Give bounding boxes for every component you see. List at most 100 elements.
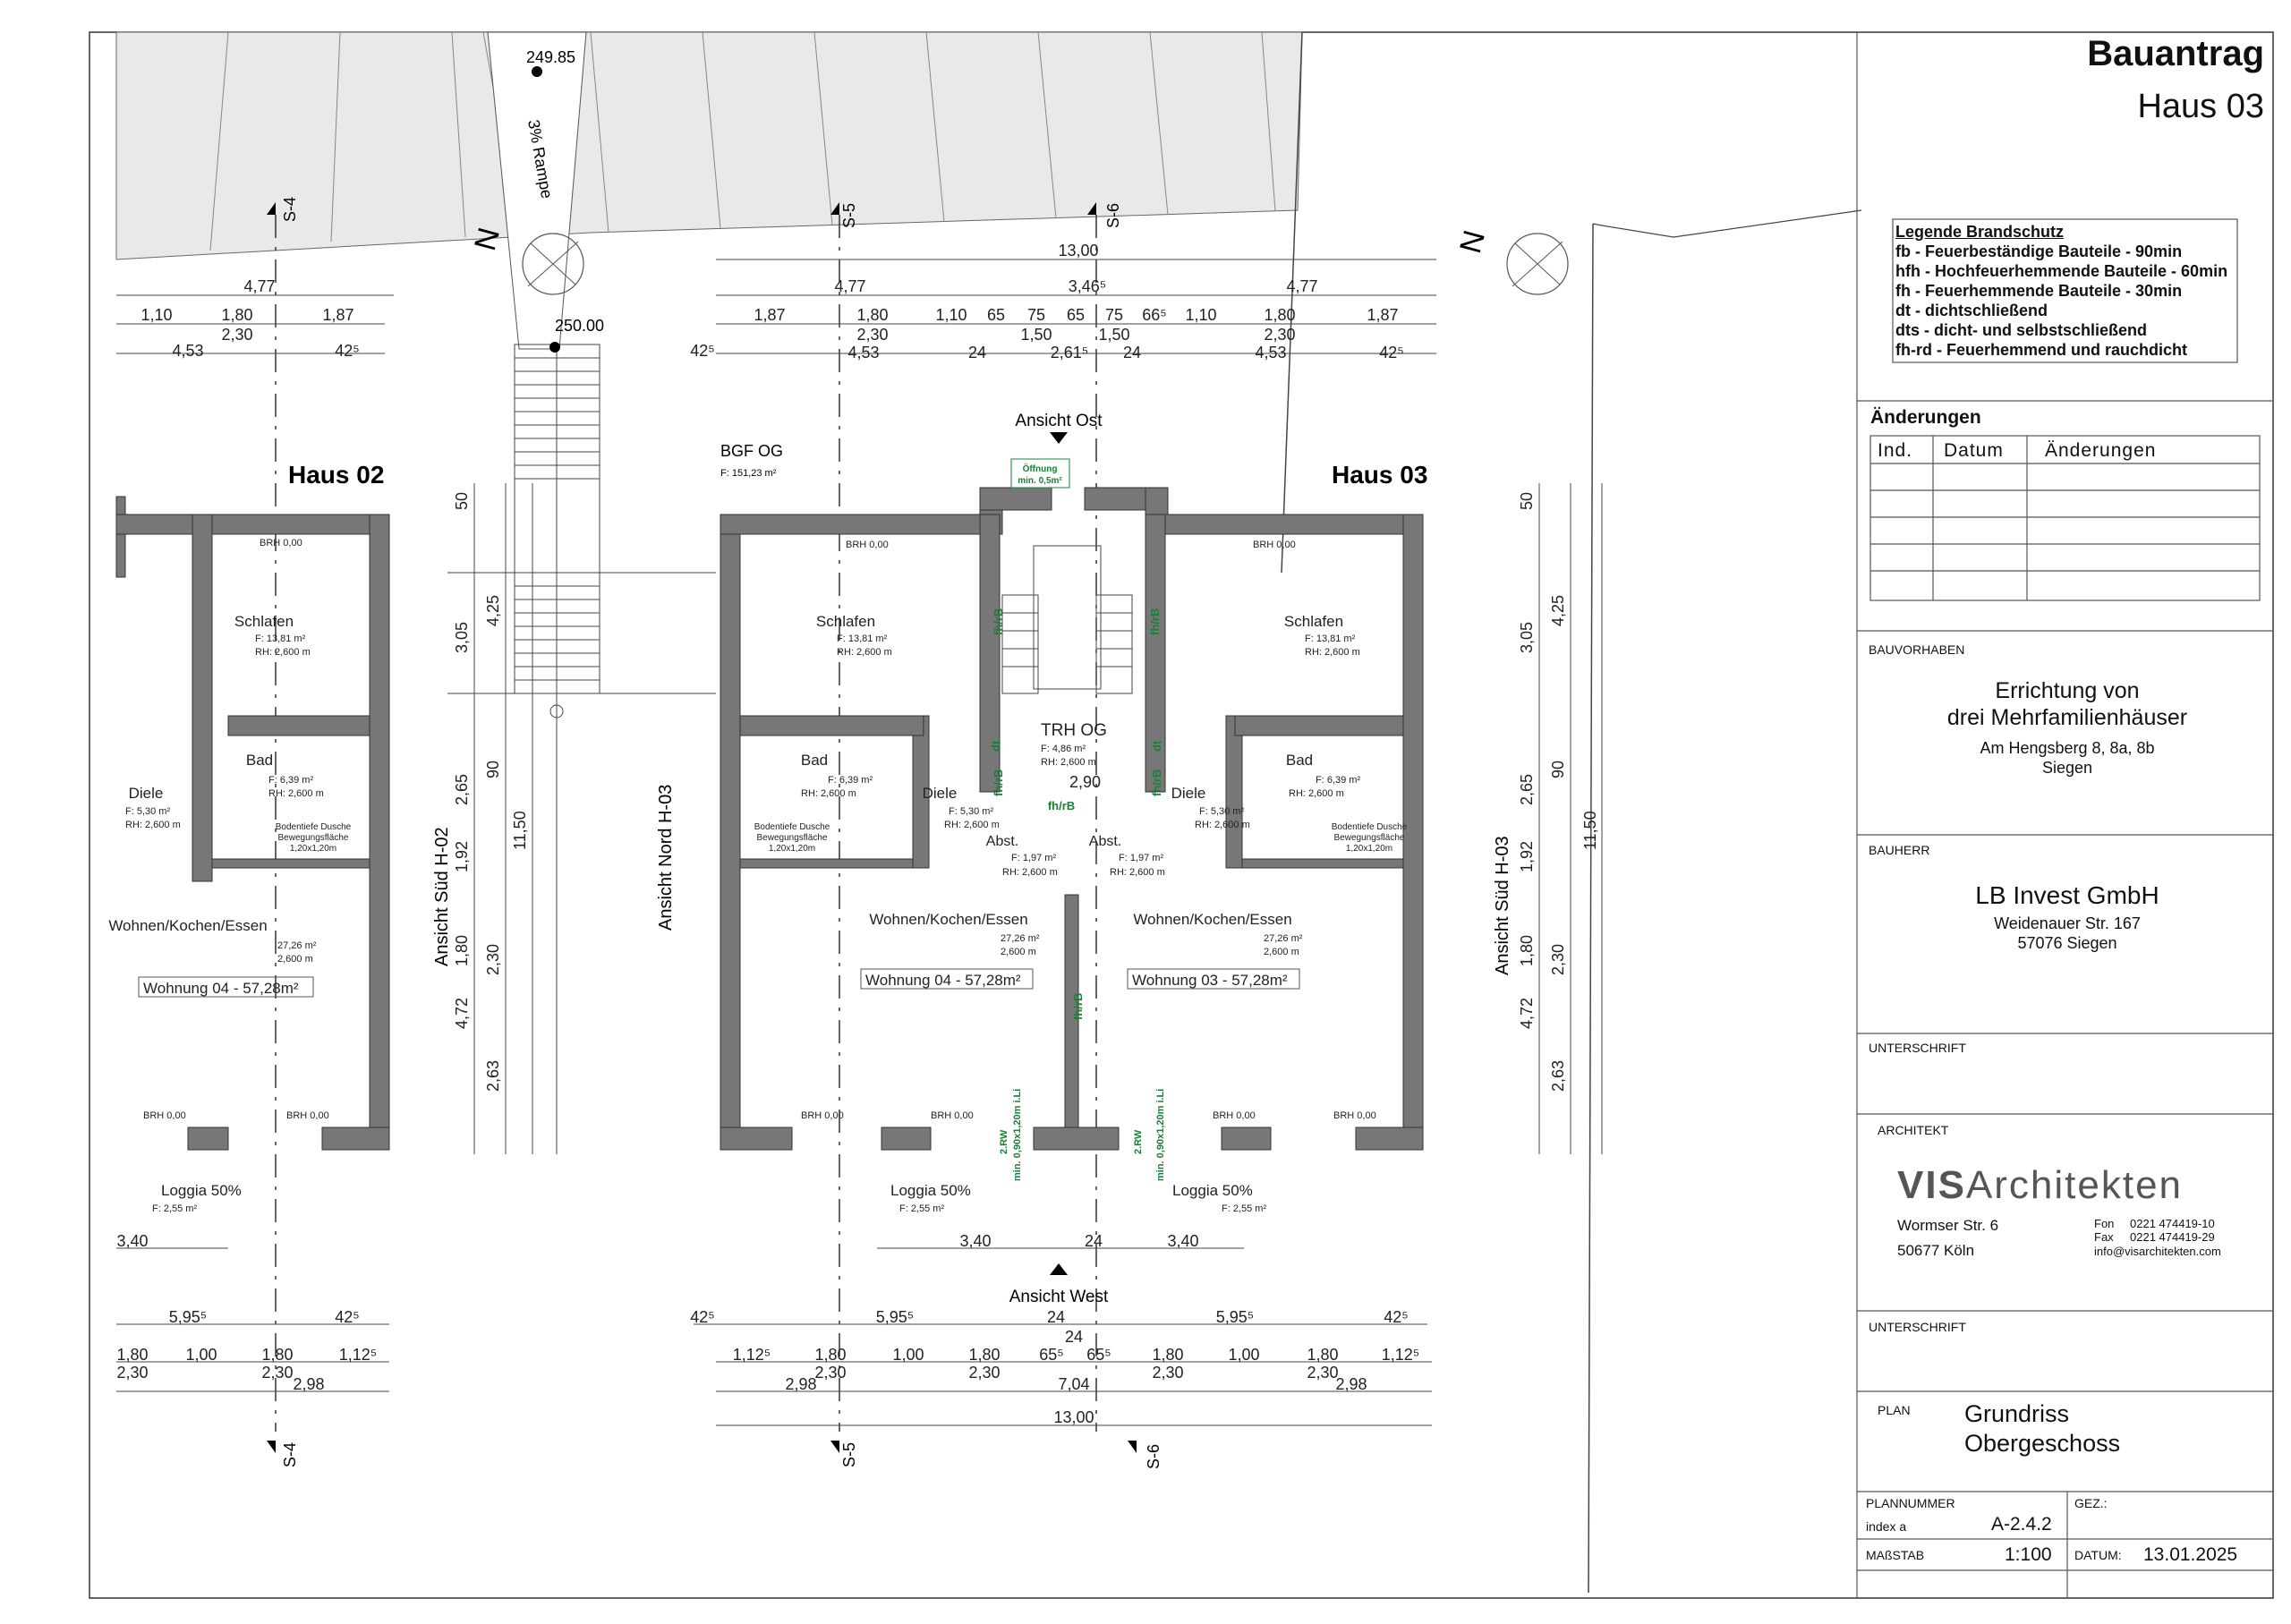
plan-text: 2,600 m (277, 954, 313, 965)
plan-text: S-4 (281, 1442, 299, 1467)
plan-text: 90 (484, 761, 502, 778)
plan-text: 50 (453, 492, 471, 510)
plan-text: Schlafen (1284, 613, 1343, 630)
plan-text: Wohnung 04 - 57,28m² (865, 972, 1021, 989)
plan-text: Bad (246, 752, 273, 769)
logo-light: Architekten (1965, 1163, 2184, 1207)
plan-text: 2.RW (999, 1129, 1009, 1154)
plan-text: 2,98 (1335, 1375, 1367, 1393)
plan-text: F: 13,81 m² (255, 633, 306, 644)
plan-text: F: 5,30 m² (1199, 806, 1244, 817)
plan-text: 1,80 (968, 1346, 1000, 1364)
plan-text: 13,00 (1058, 242, 1098, 259)
plan-text: fh/rB (992, 769, 1005, 796)
plan-text: F: 6,39 m² (828, 775, 873, 786)
plan-text: min. 0,5m² (1018, 476, 1062, 486)
plan-name-2: Obergeschoss (1964, 1430, 2121, 1457)
legend-line-1: fb - Feuerbeständige Bauteile - 90min (1895, 242, 2183, 260)
plannummer-label: PLANNUMMER (1866, 1496, 1955, 1510)
level-stair: 250.00 (555, 317, 604, 335)
plan-text: RH: 2,600 m (1002, 867, 1058, 878)
plan-text: 1,00 (1228, 1346, 1259, 1364)
plan-text: F: 5,30 m² (949, 806, 993, 817)
section-markers: S-4 S-5 S-6 S-4 S-5 S-6 (267, 197, 1163, 1469)
plan-text: fh/rB (1148, 608, 1162, 635)
plan-text: 42⁵ (335, 342, 359, 360)
plan-text: 42⁵ (690, 1308, 714, 1326)
plan-text: 24 (1123, 344, 1141, 361)
plan-text: dt (1150, 740, 1163, 752)
index-label: index a (1866, 1519, 1907, 1534)
bauvorhaben-line-1: Errichtung von (1995, 678, 2140, 703)
bauherr-city: 57076 Siegen (2017, 934, 2117, 952)
fire-legend: Legende Brandschutz fb - Feuerbeständige… (1895, 222, 2236, 360)
plan-text: 1,50 (1098, 326, 1129, 344)
plan-text: BRH 0,00 (286, 1110, 329, 1121)
plan-text: 24 (1085, 1232, 1103, 1250)
plan-text: 1,00 (185, 1346, 217, 1364)
plan-text: 7,04 (1058, 1375, 1089, 1393)
plan-text: 65⁵ (1039, 1346, 1063, 1364)
plan-text: 5,95⁵ (876, 1308, 915, 1326)
plan-text: 1,80 (116, 1346, 148, 1364)
plan-text: 2,65 (453, 774, 471, 805)
architect-city: 50677 Köln (1897, 1242, 1975, 1259)
plan-text: 4,77 (1286, 277, 1317, 295)
plan-text: 1,80 (221, 306, 252, 324)
plan-text: 4,77 (243, 277, 275, 295)
plan-text: F: 5,30 m² (125, 806, 170, 817)
plan-text: 42⁵ (1379, 344, 1403, 361)
plan-text: 1,50 (1020, 326, 1052, 344)
house-02-label: Haus 02 (288, 461, 384, 489)
house-02-walls (115, 496, 390, 1151)
plan-text: Abst. (986, 834, 1018, 849)
plan-text: 1,87 (754, 306, 785, 324)
plan-text: 27,26 m² (1264, 933, 1303, 944)
plan-text: S-4 (281, 197, 299, 222)
plan-text: 1,20x1,20m (1346, 844, 1392, 854)
architect-street: Wormser Str. 6 (1897, 1217, 1999, 1234)
changes-col-ind: Ind. (1878, 440, 1913, 461)
plan-text: 1,80 (1307, 1346, 1338, 1364)
plan-text: 1,12⁵ (1382, 1346, 1420, 1364)
north-arrow-right: N (1453, 227, 1569, 295)
unterschrift-label-2: UNTERSCHRIFT (1869, 1320, 1966, 1334)
staircase-core (1001, 545, 1133, 694)
plan-text: 3,40 (116, 1232, 148, 1250)
plan-text: 1,10 (935, 306, 967, 324)
plan-text: 1,80 (1264, 306, 1295, 324)
plan-text: 1,92 (453, 841, 471, 872)
plan-text: 1,00 (892, 1346, 924, 1364)
legend-line-4: dt - dichtschließend (1895, 302, 2048, 319)
level-top: 249.85 (526, 48, 575, 66)
plan-text: 3,46⁵ (1069, 277, 1107, 295)
datum-value: 13.01.2025 (2143, 1544, 2238, 1565)
plan-text: 1,92 (1518, 841, 1536, 872)
title-haus: Haus 03 (2137, 88, 2264, 125)
plan-text: 2,61⁵ (1051, 344, 1089, 361)
plan-text: F: 2,55 m² (899, 1203, 944, 1214)
house-03-walls (720, 487, 1424, 1151)
plan-text: fh/rB (1071, 993, 1085, 1020)
plan-text: 1,20x1,20m (290, 844, 336, 854)
plan-text: BRH 0,00 (260, 538, 302, 548)
plan-text: dt (989, 740, 1002, 752)
bauvorhaben-line-2: drei Mehrfamilienhäuser (1946, 705, 2188, 730)
plan-text: 2,30 (1307, 1364, 1338, 1382)
plan-text: 42⁵ (1384, 1308, 1408, 1326)
plan-text: 4,53 (172, 342, 203, 360)
plan-text: RH: 2,600 m (1289, 788, 1344, 799)
plan-text: 2,30 (1152, 1364, 1183, 1382)
plan-text: RH: 2,600 m (125, 820, 181, 830)
plan-text: 2,63 (484, 1060, 502, 1092)
bauherr-label: BAUHERR (1869, 843, 1930, 857)
plan-text: 42⁵ (690, 342, 714, 360)
plan-text: RH: 2,600 m (1305, 647, 1360, 658)
bauvorhaben-line-3: Am Hengsberg 8, 8a, 8b (1980, 739, 2155, 757)
plan-text: F: 1,97 m² (1011, 853, 1056, 863)
plan-text: F: 4,86 m² (1041, 744, 1086, 754)
plan-text: RH: 2,600 m (1041, 757, 1096, 768)
architect-logo: VISArchitekten (1897, 1163, 2183, 1208)
fire-protection-labels: Öffnung min. 0,5m² fh/rB fh/rB fh/rB fh/… (989, 458, 1166, 1181)
plan-text: 11,50 (1581, 811, 1599, 850)
